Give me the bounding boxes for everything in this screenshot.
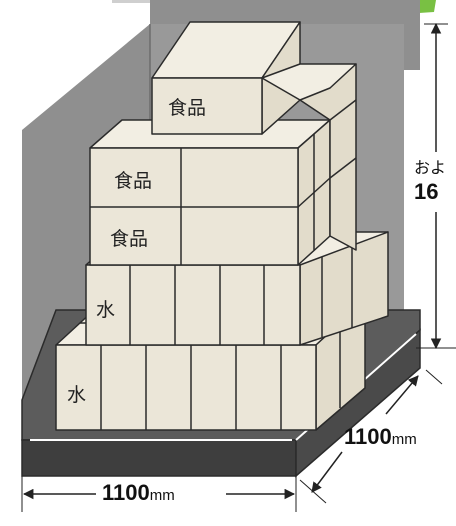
food-label-lower: 食品 [110,228,149,250]
top-box-front [151,77,263,135]
box-divider-side [329,99,357,121]
width-value: 1100 [102,480,150,505]
back-box-top [261,63,357,101]
food-label-middle: 食品 [114,170,153,192]
box-divider-side [329,157,357,179]
depth-value: 1100 [344,424,392,449]
box-stack [55,21,389,431]
depth-unit: mm [391,431,417,448]
food-label-top: 食品 [168,97,207,119]
depth-dimension-line-upper [385,375,419,415]
depth-label: 1100mm [344,424,417,450]
height-prefix: およ [414,158,447,177]
height-label: およ 16 [414,156,446,207]
bottom-layer-front [55,344,317,431]
width-unit: mm [149,487,175,504]
water-label-upper: 水 [96,299,116,321]
depth-tick [425,369,443,385]
second-layer-front [85,264,301,346]
depth-dimension-line-lower [311,451,343,493]
top-box [151,21,357,135]
water-label-lower: 水 [67,384,87,406]
pallet-front [21,439,297,477]
height-label-bg [412,152,456,212]
height-value: 16 [414,179,439,204]
width-label: 1100mm [102,480,175,506]
